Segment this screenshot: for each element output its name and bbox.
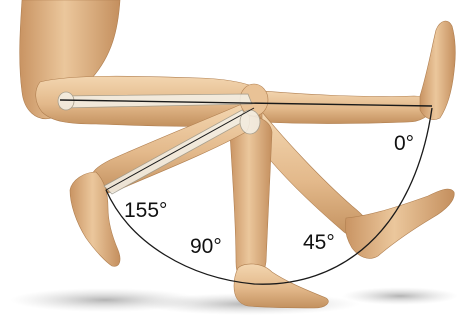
foot-45-deg [345, 189, 454, 258]
femur-head [58, 92, 74, 110]
foot-0-deg [420, 21, 455, 120]
angle-label-45: 45° [303, 232, 335, 253]
angle-label-155: 155° [124, 200, 167, 221]
foot-90-deg [234, 264, 328, 308]
angle-label-0: 0° [394, 133, 414, 154]
lower-leg-0-deg [250, 90, 432, 124]
floor-shadow [10, 287, 458, 315]
lower-leg-90-deg [230, 116, 272, 282]
angle-label-90: 90° [190, 236, 222, 257]
